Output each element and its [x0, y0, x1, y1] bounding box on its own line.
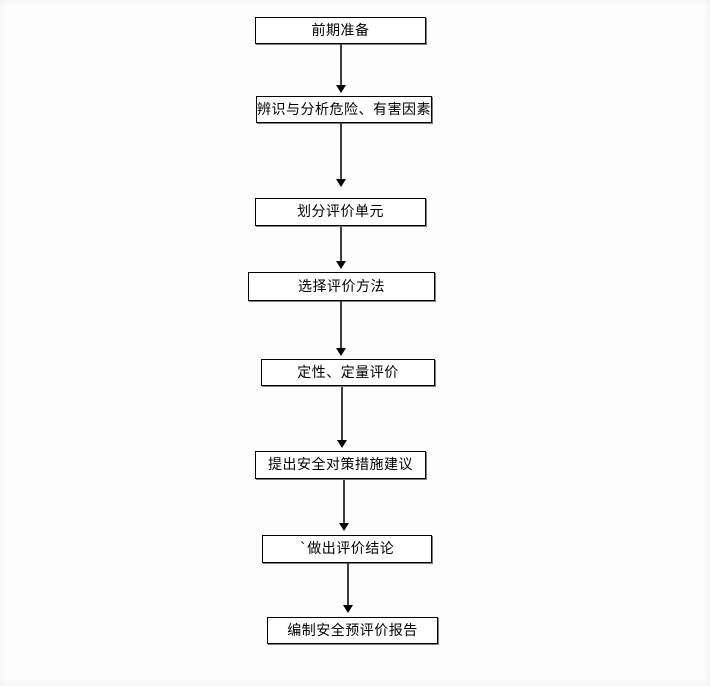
flow-arrow-7: [343, 563, 353, 613]
arrow-stem: [340, 123, 342, 180]
step-compile-safety-pre-evaluation-report: 编制安全预评价报告: [267, 617, 438, 644]
step-label: 定性、定量评价: [297, 364, 399, 381]
step-divide-evaluation-units: 划分评价单元: [255, 198, 426, 226]
step-label: 选择评价方法: [298, 278, 385, 295]
step-label: 提出安全对策措施建议: [268, 457, 413, 473]
flow-arrow-3: [336, 227, 346, 269]
flow-arrow-5: [337, 387, 347, 448]
arrow-down-head-icon: [336, 179, 346, 187]
arrow-stem: [340, 301, 342, 349]
step-label: 划分评价单元: [297, 204, 384, 220]
flow-arrow-2: [336, 123, 346, 187]
flow-arrow-1: [336, 44, 346, 93]
step-label: `做出评价结论: [299, 541, 395, 557]
step-propose-safety-countermeasures: 提出安全对策措施建议: [255, 451, 426, 479]
step-qualitative-quantitative-evaluation: 定性、定量评价: [261, 359, 435, 386]
arrow-stem: [347, 563, 349, 606]
arrow-down-head-icon: [336, 85, 346, 93]
step-label: 辨识与分析危险、有害因素: [257, 101, 431, 118]
arrow-down-head-icon: [343, 605, 353, 613]
step-preliminary-preparation: 前期准备: [255, 17, 426, 44]
arrow-stem: [340, 44, 342, 86]
arrow-down-head-icon: [337, 440, 347, 448]
arrow-down-head-icon: [336, 348, 346, 356]
arrow-stem: [341, 387, 343, 441]
arrow-down-head-icon: [339, 523, 349, 531]
flow-arrow-6: [339, 480, 349, 531]
step-identify-analyze-hazards: 辨识与分析危险、有害因素: [256, 96, 432, 123]
arrow-stem: [343, 480, 345, 524]
step-label: 编制安全预评价报告: [287, 622, 418, 639]
step-label: 前期准备: [311, 22, 370, 39]
step-select-evaluation-method: 选择评价方法: [248, 272, 435, 301]
arrow-stem: [340, 227, 342, 262]
step-make-evaluation-conclusion: `做出评价结论: [262, 535, 432, 563]
arrow-down-head-icon: [336, 261, 346, 269]
flow-arrow-4: [336, 301, 346, 356]
